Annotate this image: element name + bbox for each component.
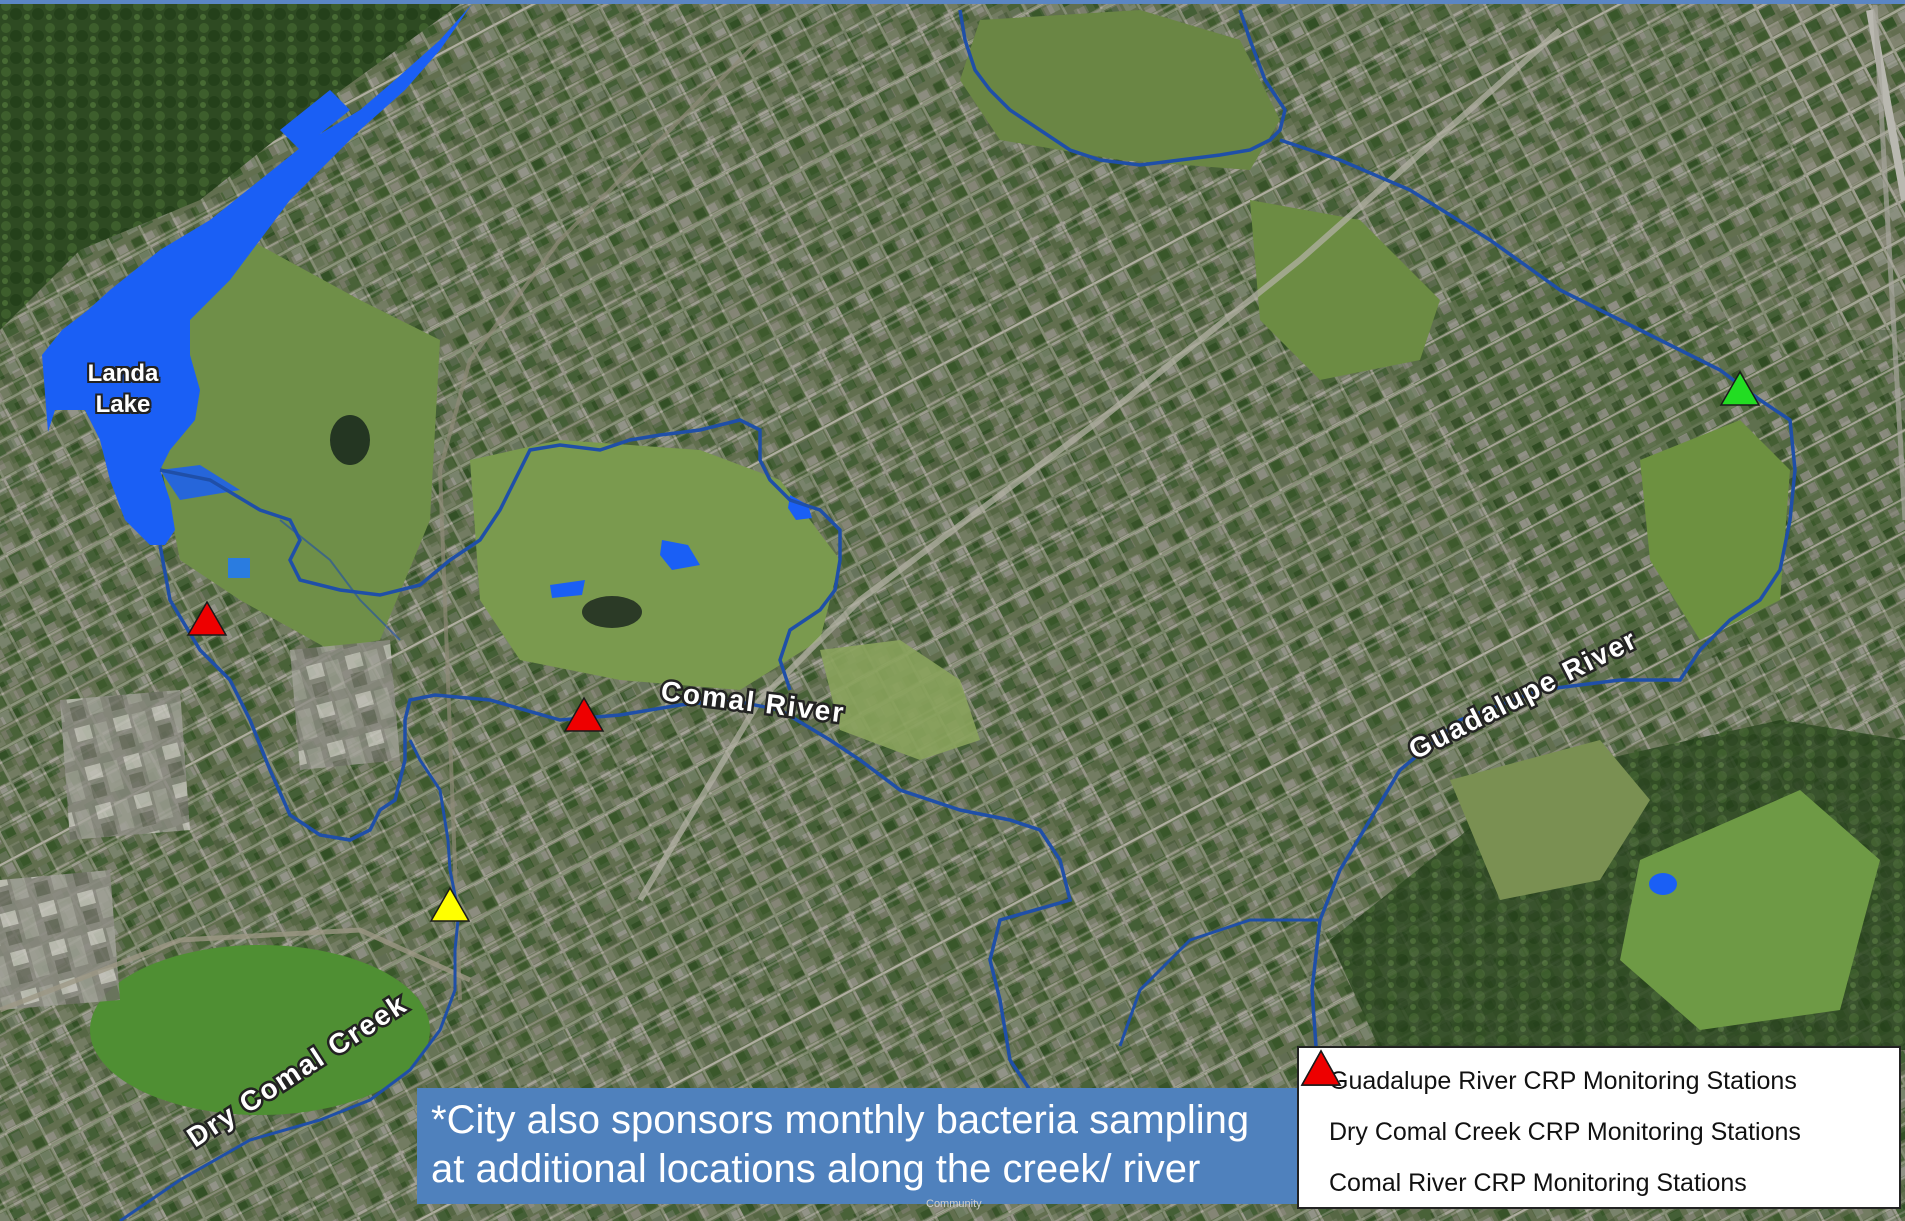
comal-river bbox=[158, 544, 1073, 1091]
legend-label: Guadalupe River CRP Monitoring Stations bbox=[1329, 1067, 1797, 1095]
yellow-triangle-icon[interactable] bbox=[429, 886, 471, 922]
green-field bbox=[90, 945, 430, 1115]
woodland bbox=[0, 4, 460, 330]
pond bbox=[582, 596, 642, 628]
pond bbox=[330, 415, 370, 465]
sampling-note-line: *City also sponsors monthly bacteria sam… bbox=[431, 1098, 1250, 1142]
landa-lake-label-line: Landa bbox=[87, 360, 159, 387]
red-triangle-icon bbox=[1300, 1049, 1342, 1086]
landa-lake bbox=[42, 4, 472, 545]
dry-comal-creek bbox=[119, 739, 460, 1221]
legend-label: Comal River CRP Monitoring Stations bbox=[1329, 1169, 1747, 1197]
map-legend: Guadalupe River CRP Monitoring Stations … bbox=[1297, 1046, 1901, 1209]
legend-item-dry-comal: Dry Comal Creek CRP Monitoring Stations bbox=[1300, 1049, 1899, 1158]
landa-lake-label-line: Lake bbox=[95, 391, 151, 418]
landa-lake-label: Landa Lake bbox=[78, 358, 168, 420]
field bbox=[1640, 420, 1790, 640]
sampling-note: *City also sponsors monthly bacteria sam… bbox=[417, 1088, 1299, 1204]
water-body bbox=[1649, 873, 1677, 895]
railway bbox=[437, 38, 762, 1001]
golf-course bbox=[150, 240, 440, 650]
red-triangle-icon[interactable] bbox=[186, 600, 228, 636]
water-body bbox=[550, 580, 585, 598]
sports-field bbox=[1250, 200, 1440, 380]
sampling-note-line: at additional locations along the creek/… bbox=[431, 1147, 1201, 1191]
field bbox=[1450, 740, 1650, 900]
imagery-credit: Community bbox=[926, 1198, 982, 1210]
water-body bbox=[660, 540, 700, 570]
pool bbox=[228, 558, 250, 578]
legend-item-comal: Comal River CRP Monitoring Stations bbox=[1300, 1049, 1899, 1209]
legend-item-guadalupe: Guadalupe River CRP Monitoring Stations bbox=[1300, 1049, 1899, 1107]
legend-label: Dry Comal Creek CRP Monitoring Stations bbox=[1329, 1118, 1801, 1146]
top-border bbox=[0, 0, 1905, 4]
sports-field bbox=[1620, 790, 1880, 1030]
road bbox=[637, 27, 1562, 902]
red-triangle-icon[interactable] bbox=[563, 696, 605, 732]
guadalupe-river bbox=[958, 9, 1287, 167]
golf-course bbox=[470, 440, 840, 690]
green-triangle-icon[interactable] bbox=[1719, 370, 1761, 406]
